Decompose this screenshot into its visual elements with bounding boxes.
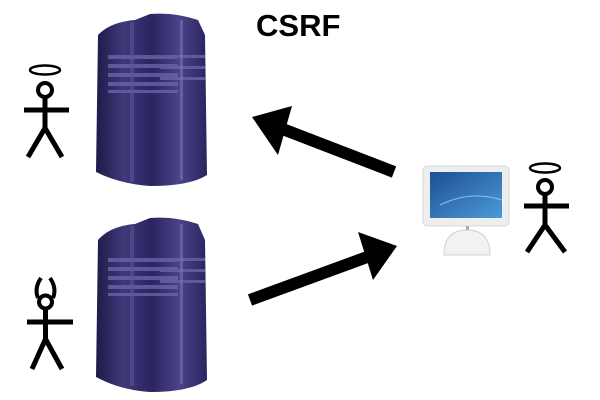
attacker-devil-icon [27, 276, 73, 371]
server-bottom-icon [96, 217, 207, 392]
server-top-icon [96, 13, 207, 186]
diagram-title: CSRF [256, 8, 341, 43]
request-arrow-to-top-server [252, 106, 397, 178]
desktop-computer-icon [422, 165, 510, 256]
victim-user-angel-icon [524, 162, 569, 254]
trusted-user-angel-icon [24, 64, 69, 159]
forged-request-arrow-from-attacker [247, 232, 397, 306]
